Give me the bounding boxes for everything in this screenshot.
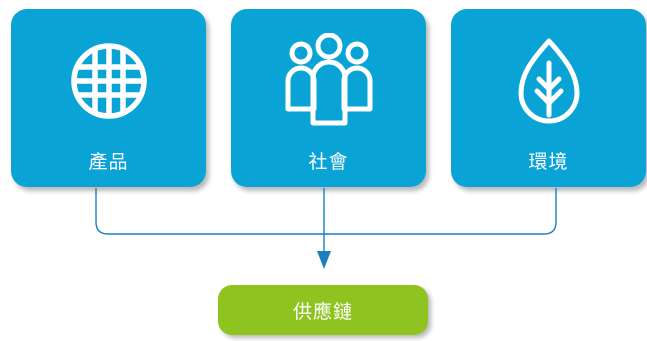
leaf-icon (501, 33, 597, 129)
products-card: 產品 (11, 9, 206, 187)
connector-products (95, 188, 324, 235)
products-label: 產品 (88, 151, 129, 173)
supply-chain-box: 供應鏈 (218, 285, 428, 335)
environment-card: 環境 (451, 9, 646, 187)
environment-label: 環境 (528, 151, 569, 173)
globe-grid-icon (61, 33, 157, 129)
connector-environment (324, 188, 557, 235)
arrowhead (317, 251, 331, 269)
society-label: 社會 (308, 151, 349, 173)
society-card: 社會 (231, 9, 426, 187)
people-group-icon (281, 33, 377, 129)
